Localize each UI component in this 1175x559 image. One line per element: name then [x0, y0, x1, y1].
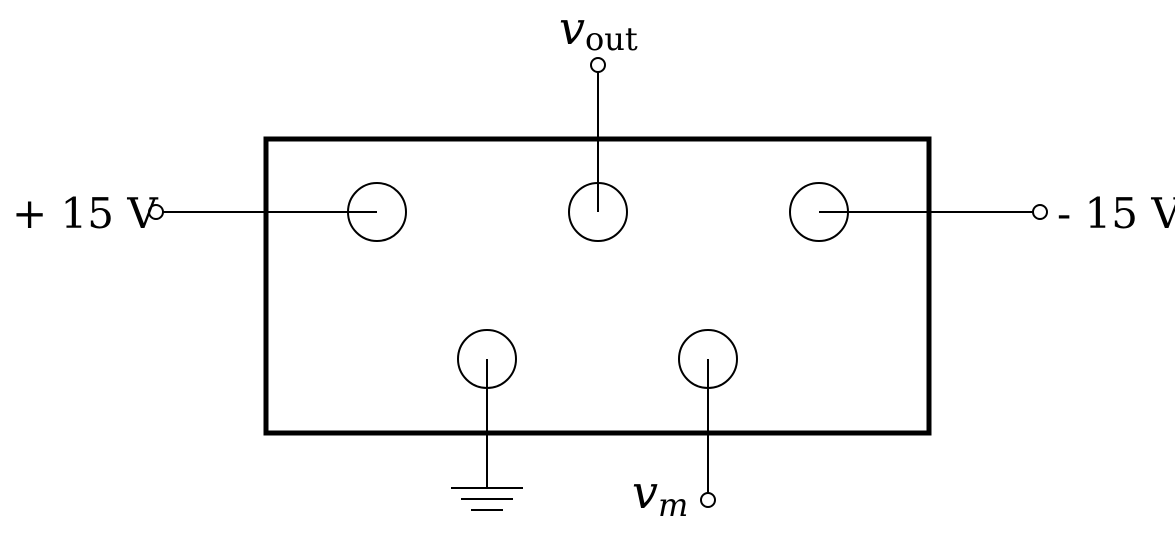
terminal-output	[590, 57, 606, 73]
label-output: vout	[559, 1, 638, 58]
label-input-sub: m	[658, 486, 688, 524]
label-output-sub: out	[585, 20, 638, 58]
ground-icon	[451, 487, 523, 511]
label-negative-supply: - 15 V	[1057, 189, 1175, 238]
terminal-negative-supply	[1032, 204, 1048, 220]
label-input: vm	[632, 465, 688, 524]
label-output-var: v	[559, 1, 585, 55]
terminal-input	[700, 492, 716, 508]
label-positive-supply: + 15 V	[12, 189, 158, 238]
label-input-var: v	[632, 465, 658, 519]
terminal-positive-supply	[148, 204, 164, 220]
